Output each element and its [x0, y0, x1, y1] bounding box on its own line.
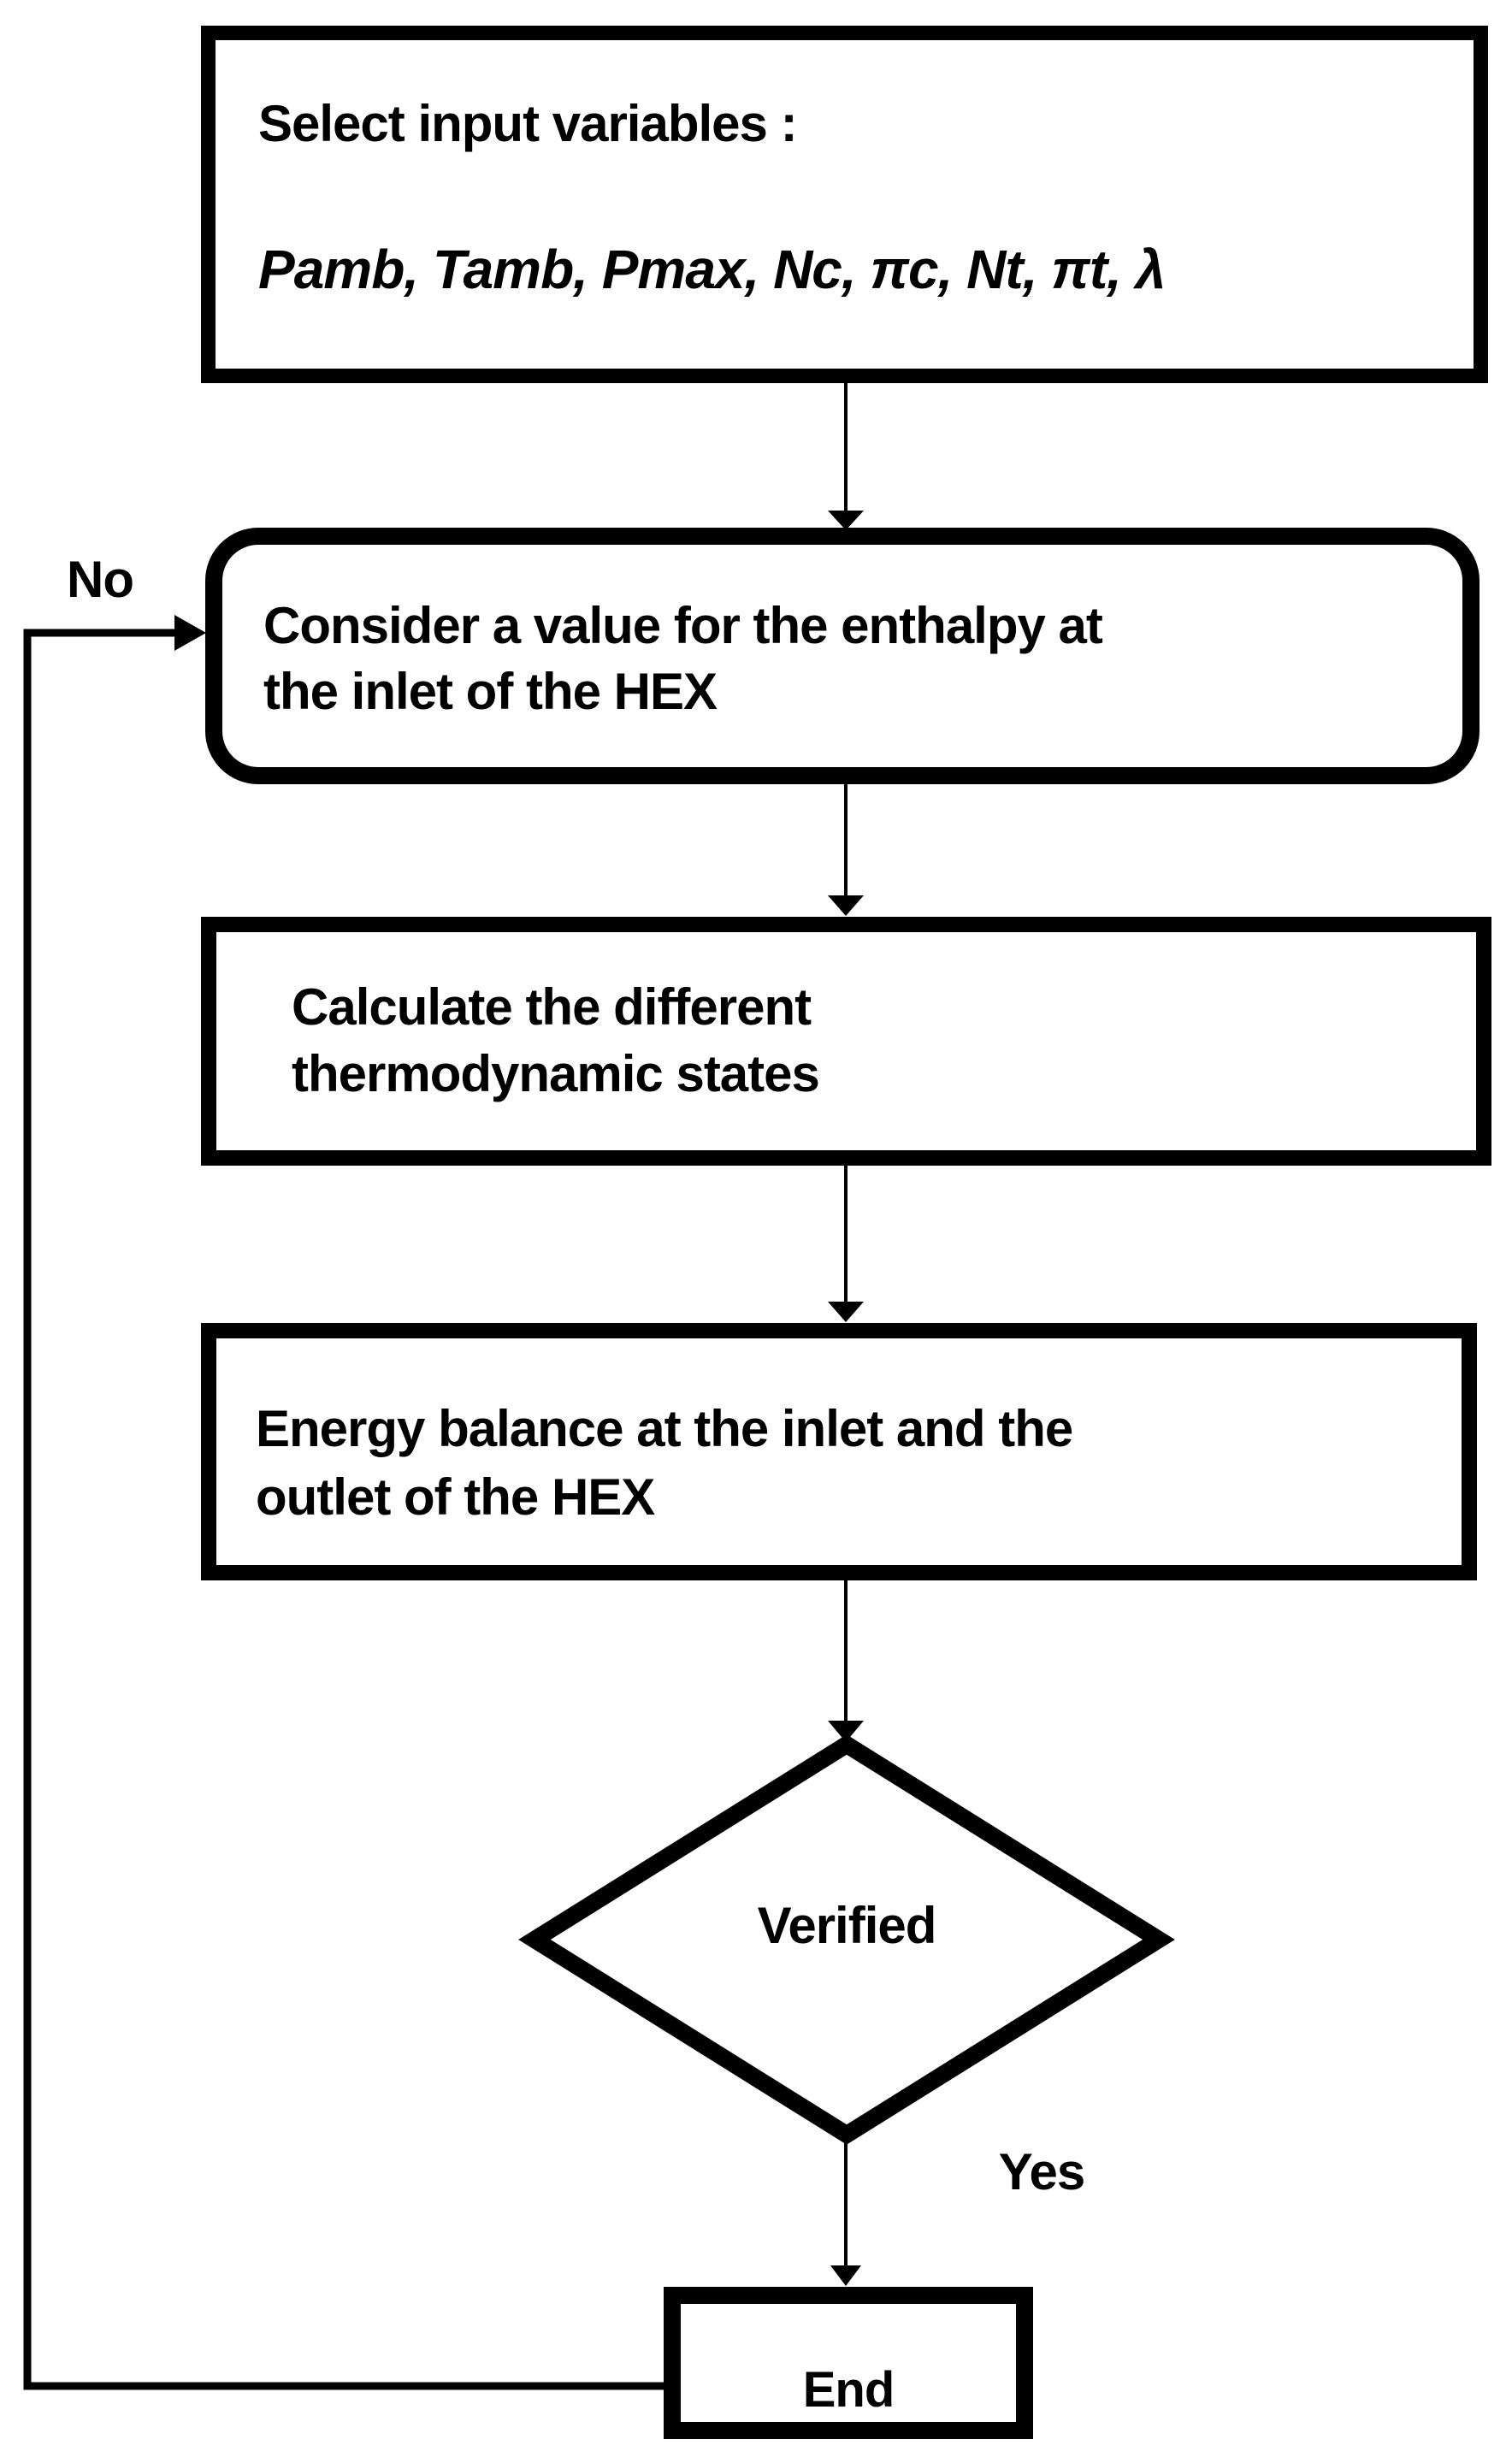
arrow-decision-to-end [830, 2135, 861, 2286]
arrowhead-right-icon [174, 615, 206, 651]
decision-label: Verified [757, 1896, 937, 1954]
edge-label-yes: Yes [998, 2143, 1085, 2200]
arrow-consider-to-calculate [828, 784, 864, 916]
arrow-calculate-to-energy [828, 1166, 864, 1322]
node-text-line: outlet of the HEX [256, 1468, 655, 1526]
arrow-input-to-consider [828, 383, 864, 530]
edge-label-no: No [67, 551, 134, 608]
arrowhead-down-icon [828, 1721, 864, 1742]
node-variables-line: Pamb, Tamb, Pmax, Nc, πc, Nt, πt, λ [258, 239, 1166, 300]
arrowhead-down-icon [828, 511, 864, 530]
node-text-line: Calculate the different [292, 978, 812, 1036]
arrowhead-down-icon [830, 2265, 861, 2286]
node-end: End [664, 2287, 1033, 2439]
node-text-line: thermodynamic states [292, 1045, 820, 1102]
node-text-line: End [802, 2362, 895, 2418]
edge-no-loop [23, 615, 664, 2390]
node-consider-enthalpy: Consider a value for the enthalpy at the… [205, 528, 1480, 784]
node-text-line: Energy balance at the inlet and the [256, 1400, 1073, 1457]
node-calculate-states: Calculate the different thermodynamic st… [201, 917, 1491, 1166]
node-text-line: the inlet of the HEX [263, 663, 718, 720]
arrowhead-down-icon [828, 895, 864, 916]
node-select-input-variables: Select input variables : Pamb, Tamb, Pma… [201, 26, 1488, 383]
arrowhead-down-icon [828, 1302, 864, 1322]
no-loop-line [23, 629, 664, 2390]
node-energy-balance: Energy balance at the inlet and the outl… [201, 1323, 1477, 1580]
arrow-energy-to-decision [828, 1580, 864, 1742]
node-text-line: Select input variables : [258, 95, 798, 152]
node-text-line: Consider a value for the enthalpy at [263, 597, 1103, 654]
